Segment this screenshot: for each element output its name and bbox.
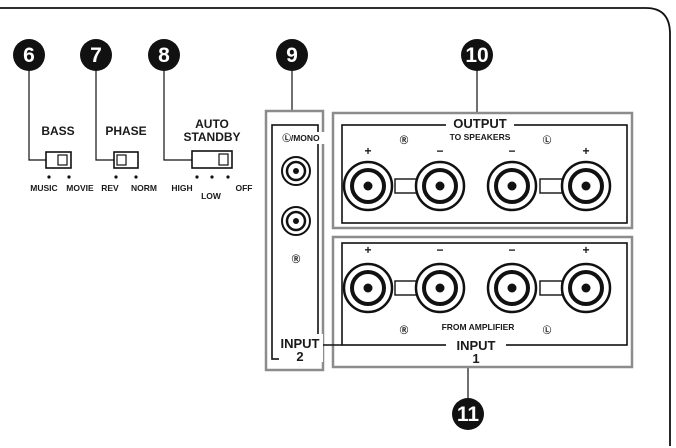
input1-polarity-1: + bbox=[364, 243, 371, 257]
input2-r-symbol: Ⓡ bbox=[292, 254, 301, 264]
auto-standby-dot-high bbox=[195, 175, 199, 179]
input1-polarity-4: + bbox=[582, 243, 589, 257]
output-terminal-r-minus[interactable] bbox=[414, 160, 466, 212]
auto-standby-switch-knob bbox=[218, 153, 229, 166]
svg-text:6: 6 bbox=[23, 44, 35, 67]
input1-polarity-3: − bbox=[508, 243, 515, 257]
output-terminal-l-minus[interactable] bbox=[486, 160, 538, 212]
output-polarity-4: + bbox=[582, 144, 589, 158]
bass-option-movie: MOVIE bbox=[66, 183, 94, 193]
input2-label: INPUT bbox=[281, 336, 320, 351]
input1-sublabel: FROM AMPLIFIER bbox=[442, 322, 515, 332]
input2-number: 2 bbox=[296, 349, 303, 364]
output-polarity-1: + bbox=[364, 144, 371, 158]
input2-rca-jack-l-mono[interactable] bbox=[281, 156, 311, 186]
output-section: OUTPUT TO SPEAKERS Ⓡ Ⓛ + − − + bbox=[331, 111, 634, 230]
bass-dot-movie bbox=[67, 175, 71, 179]
auto-standby-dot-low bbox=[210, 175, 214, 179]
auto-standby-title-line2: STANDBY bbox=[183, 130, 240, 144]
callout-6: 6 bbox=[13, 39, 45, 71]
auto-standby-dot-off bbox=[226, 175, 230, 179]
input1-terminal-l-plus[interactable] bbox=[560, 262, 612, 314]
bass-switch-group: BASS MUSIC MOVIE bbox=[30, 124, 94, 193]
callout-10: 10 bbox=[461, 39, 493, 71]
output-sublabel: TO SPEAKERS bbox=[450, 132, 511, 142]
output-l-symbol: Ⓛ bbox=[543, 135, 552, 145]
input1-terminal-r-plus[interactable] bbox=[342, 262, 394, 314]
input2-section: Ⓛ/MONO Ⓡ INPUT 2 bbox=[264, 109, 325, 372]
svg-text:10: 10 bbox=[465, 44, 488, 67]
auto-standby-option-low: LOW bbox=[201, 191, 222, 201]
svg-text:8: 8 bbox=[158, 44, 170, 67]
callout-9: 9 bbox=[276, 39, 308, 71]
input2-outer-frame bbox=[264, 109, 325, 372]
input1-outer-frame bbox=[331, 235, 634, 369]
input2-rca-jack-r[interactable] bbox=[281, 206, 311, 236]
callout-8: 8 bbox=[148, 39, 180, 71]
output-terminal-l-plus[interactable] bbox=[560, 160, 612, 212]
input1-polarity-2: − bbox=[436, 243, 443, 257]
bass-switch-knob bbox=[57, 154, 68, 166]
input2-lmono-label: Ⓛ/MONO bbox=[282, 133, 320, 143]
input1-label: INPUT bbox=[457, 338, 496, 353]
auto-standby-option-off: OFF bbox=[236, 183, 253, 193]
phase-title: PHASE bbox=[105, 124, 146, 138]
svg-text:11: 11 bbox=[457, 403, 480, 426]
input1-r-symbol: Ⓡ bbox=[400, 325, 409, 335]
output-r-symbol: Ⓡ bbox=[400, 135, 409, 145]
auto-standby-switch-group: AUTO STANDBY HIGH LOW OFF bbox=[171, 117, 252, 201]
auto-standby-option-high: HIGH bbox=[171, 183, 192, 193]
output-outer-frame bbox=[331, 111, 634, 230]
phase-option-rev: REV bbox=[101, 183, 119, 193]
input1-l-symbol: Ⓛ bbox=[543, 325, 552, 335]
phase-switch-group: PHASE REV NORM bbox=[101, 124, 157, 193]
output-label: OUTPUT bbox=[453, 116, 507, 131]
input1-terminal-l-minus[interactable] bbox=[486, 262, 538, 314]
svg-text:7: 7 bbox=[90, 44, 102, 67]
input1-section: + − − + Ⓡ FROM AMPLIFIER Ⓛ IN bbox=[323, 235, 634, 369]
bass-title: BASS bbox=[41, 124, 74, 138]
leader-lines bbox=[28, 70, 478, 399]
panel-outline bbox=[0, 7, 671, 446]
input1-number: 1 bbox=[472, 351, 479, 366]
output-polarity-2: − bbox=[436, 144, 443, 158]
phase-switch-knob bbox=[116, 154, 127, 166]
phase-dot-norm bbox=[134, 175, 138, 179]
phase-option-norm: NORM bbox=[131, 183, 157, 193]
bass-option-music: MUSIC bbox=[30, 183, 57, 193]
svg-text:9: 9 bbox=[286, 44, 298, 67]
output-terminal-r-plus[interactable] bbox=[342, 160, 394, 212]
phase-dot-rev bbox=[114, 175, 118, 179]
input1-terminal-r-minus[interactable] bbox=[414, 262, 466, 314]
output-polarity-3: − bbox=[508, 144, 515, 158]
callout-11: 11 bbox=[452, 398, 484, 430]
callout-7: 7 bbox=[80, 39, 112, 71]
auto-standby-title-line1: AUTO bbox=[195, 117, 229, 131]
bass-dot-music bbox=[47, 175, 51, 179]
